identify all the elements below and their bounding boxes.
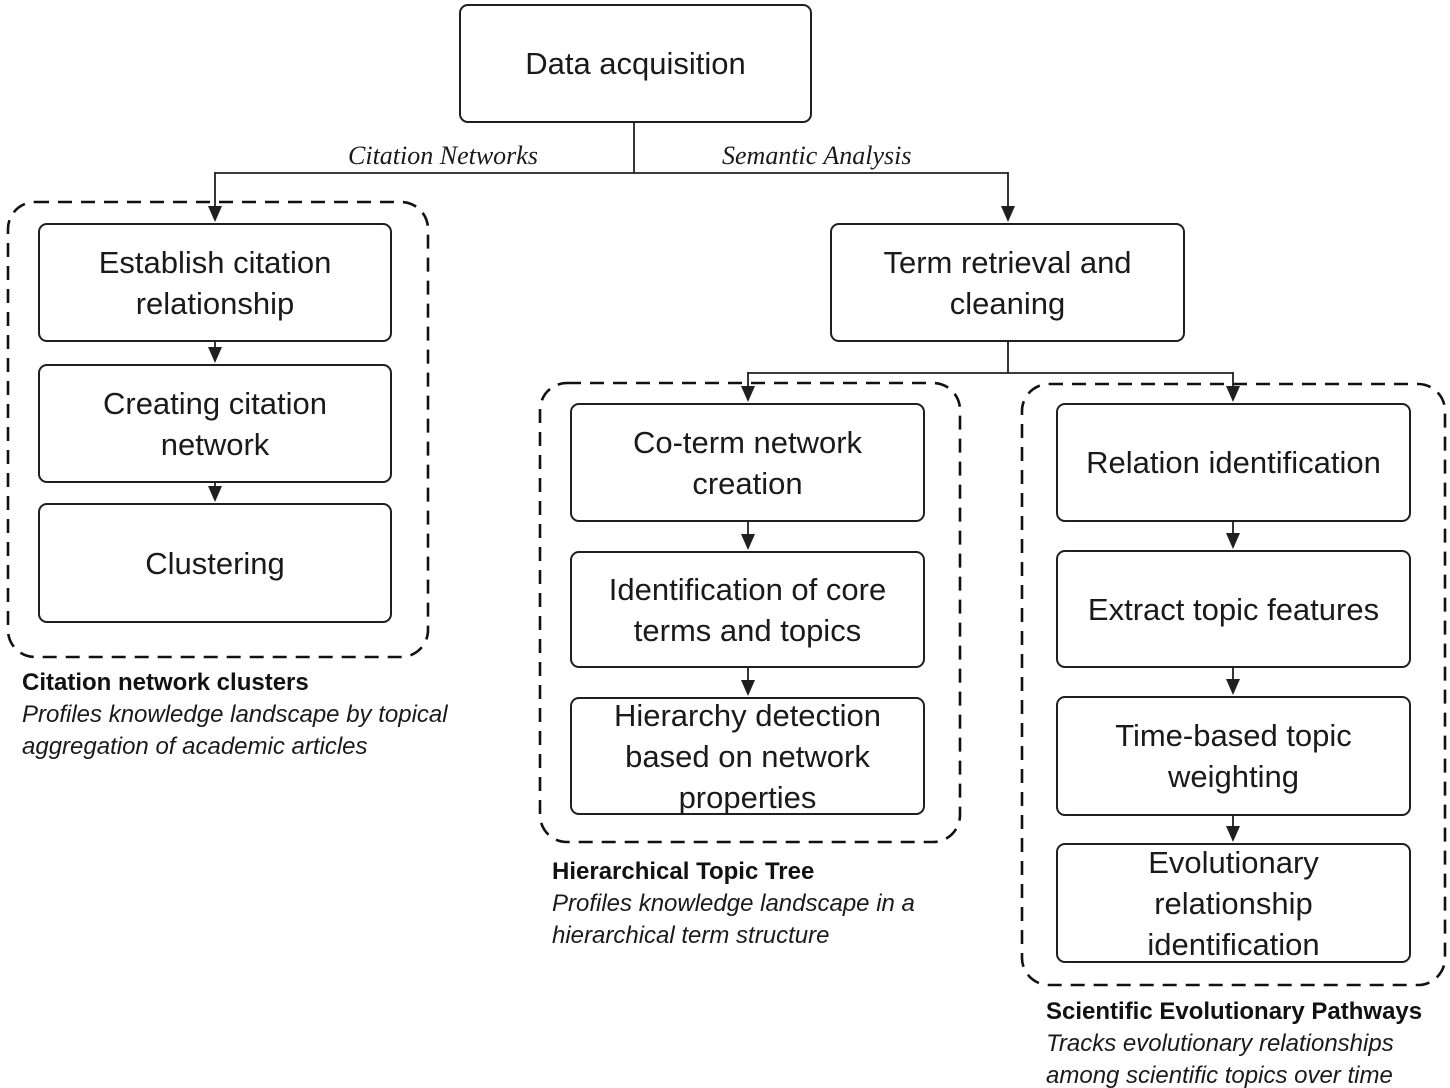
node-creating-citation-network: Creating citation network (38, 364, 392, 483)
node-data-acquisition: Data acquisition (459, 4, 812, 123)
caption-citation-network-clusters: Citation network clusters Profiles knowl… (22, 667, 522, 763)
caption-citation-network-clusters-description: Profiles knowledge landscape by topical … (22, 701, 448, 760)
node-hierarchy-detection-label: Hierarchy detection based on network pro… (613, 697, 882, 815)
branch-label-citation-networks: Citation Networks (348, 141, 538, 170)
node-clustering: Clustering (38, 503, 392, 623)
node-hierarchy-detection: Hierarchy detection based on network pro… (570, 697, 925, 815)
caption-scientific-evolutionary-pathways-title: Scientific Evolutionary Pathways (1046, 998, 1423, 1025)
node-relation-identification: Relation identification (1056, 403, 1411, 522)
node-establish-citation-relationship: Establish citation relationship (38, 223, 392, 342)
node-clustering-label: Clustering (145, 545, 285, 581)
node-data-acquisition-label: Data acquisition (525, 46, 746, 81)
node-coterm-network-creation-label: Co-term network creation (632, 424, 863, 501)
node-time-based-topic-weighting-label: Time-based topic weighting (1115, 718, 1352, 794)
caption-hierarchical-topic-tree-description: Profiles knowledge landscape in a hierar… (552, 890, 915, 949)
node-identification-core-terms-label: Identification of core terms and topics (608, 571, 887, 648)
node-relation-identification-label: Relation identification (1086, 445, 1381, 480)
node-time-based-topic-weighting: Time-based topic weighting (1056, 696, 1411, 816)
group-citation-network-clusters (6, 200, 430, 659)
node-evolutionary-relationship-identification-label: Evolutionary relationship identification (1147, 844, 1320, 962)
caption-hierarchical-topic-tree: Hierarchical Topic Tree Profiles knowled… (552, 856, 1022, 952)
node-extract-topic-features-label: Extract topic features (1087, 591, 1380, 627)
node-establish-citation-relationship-label: Establish citation relationship (98, 244, 332, 321)
node-creating-citation-network-label: Creating citation network (102, 385, 327, 462)
caption-scientific-evolutionary-pathways: Scientific Evolutionary Pathways Tracks … (1046, 996, 1450, 1088)
node-term-retrieval-cleaning: Term retrieval and cleaning (830, 223, 1185, 342)
node-coterm-network-creation: Co-term network creation (570, 403, 925, 522)
node-identification-core-terms: Identification of core terms and topics (570, 551, 925, 668)
node-evolutionary-relationship-identification: Evolutionary relationship identification (1056, 843, 1411, 963)
caption-citation-network-clusters-title: Citation network clusters (22, 669, 309, 696)
node-term-retrieval-cleaning-label: Term retrieval and cleaning (883, 244, 1132, 321)
caption-scientific-evolutionary-pathways-description: Tracks evolutionary relationships among … (1046, 1030, 1394, 1088)
group-hierarchical-topic-tree (538, 381, 962, 844)
node-extract-topic-features: Extract topic features (1056, 550, 1411, 668)
branch-label-semantic-analysis: Semantic Analysis (722, 141, 912, 170)
caption-hierarchical-topic-tree-title: Hierarchical Topic Tree (552, 858, 815, 885)
